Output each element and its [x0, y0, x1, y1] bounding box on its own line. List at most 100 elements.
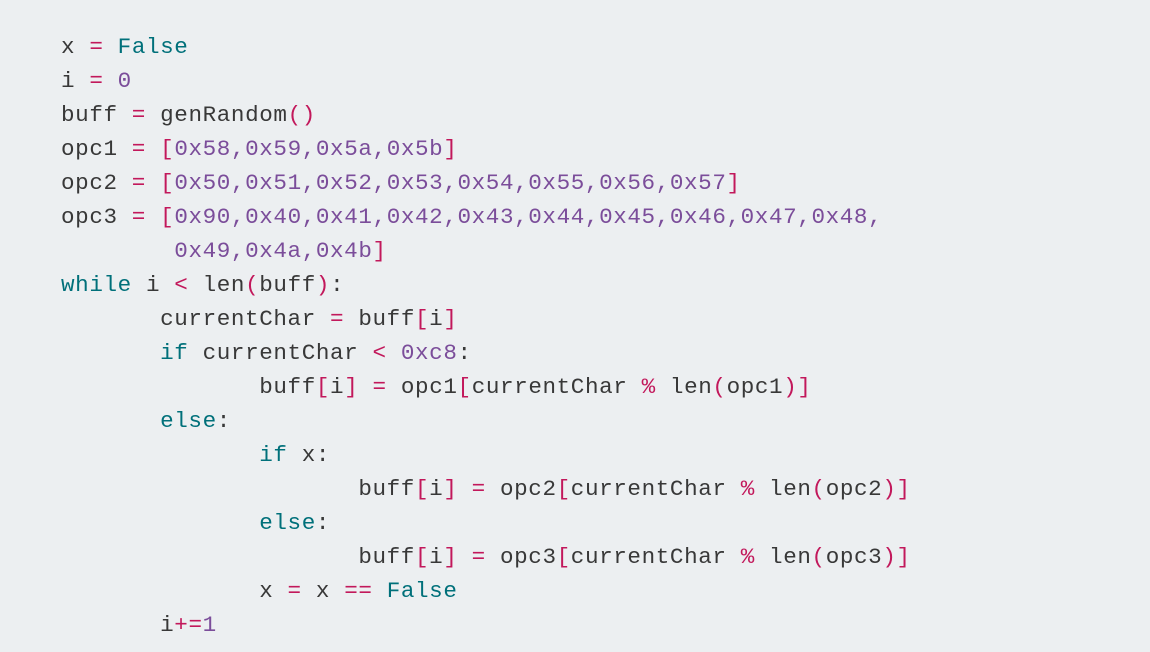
- code-token: [146, 170, 160, 196]
- code-token: opc2: [825, 476, 883, 502]
- code-token: )]: [882, 544, 911, 570]
- code-token: [: [414, 544, 430, 570]
- code-line: opc3 = [0x90,0x40,0x41,0x42,0x43,0x44,0x…: [61, 200, 1121, 234]
- code-token: %: [740, 476, 755, 502]
- code-token: if: [160, 340, 189, 366]
- code-line: 0x49,0x4a,0x4b]: [61, 234, 1121, 268]
- code-token: else: [259, 510, 316, 536]
- code-line: opc1 = [0x58,0x59,0x5a,0x5b]: [61, 132, 1121, 166]
- code-token: opc2: [61, 170, 132, 196]
- code-token: opc3: [61, 204, 132, 230]
- code-token: if: [259, 442, 288, 468]
- code-token: [61, 442, 259, 468]
- code-token: ==: [344, 578, 373, 604]
- code-token: buff: [259, 272, 316, 298]
- code-token: len: [754, 544, 812, 570]
- code-token: [: [414, 476, 430, 502]
- code-token: [457, 544, 471, 570]
- code-token: :: [315, 510, 331, 536]
- code-token: ): [315, 272, 331, 298]
- code-token: buff: [61, 102, 132, 128]
- code-token: while: [61, 272, 132, 298]
- code-token: [: [556, 476, 571, 502]
- code-token: =: [287, 578, 302, 604]
- code-token: x: [61, 578, 288, 604]
- code-token: )]: [783, 374, 812, 400]
- code-token: genRandom: [145, 102, 288, 128]
- code-token: %: [740, 544, 755, 570]
- code-token: [61, 238, 174, 264]
- code-token: ]: [443, 306, 458, 332]
- code-token: =: [471, 476, 486, 502]
- code-token: len: [188, 272, 246, 298]
- code-token: currentChar: [570, 544, 741, 570]
- code-token: =: [471, 544, 486, 570]
- code-token: False: [117, 34, 189, 60]
- code-token: :: [330, 272, 345, 298]
- code-token: buff: [344, 306, 415, 332]
- code-token: [: [160, 136, 175, 162]
- code-token: ]: [443, 544, 458, 570]
- code-token: 0x49,0x4a,0x4b: [174, 238, 373, 264]
- code-token: [146, 136, 160, 162]
- code-token: [: [160, 204, 175, 230]
- code-token: <: [372, 340, 387, 366]
- code-line: else:: [61, 404, 1121, 438]
- code-token: (: [245, 272, 260, 298]
- code-token: =: [330, 306, 345, 332]
- code-token: i: [330, 374, 345, 400]
- code-line: while i < len(buff):: [61, 268, 1121, 302]
- code-token: len: [754, 476, 812, 502]
- code-token: +=: [174, 612, 203, 638]
- code-line: else:: [61, 506, 1121, 540]
- code-line: buff = genRandom(): [61, 98, 1121, 132]
- code-token: buff: [61, 374, 316, 400]
- code-token: [: [315, 374, 331, 400]
- code-token: [: [457, 374, 472, 400]
- code-token: (): [287, 102, 316, 128]
- code-line: i+=1: [61, 608, 1121, 642]
- code-token: [146, 204, 160, 230]
- code-token: [373, 578, 387, 604]
- code-token: %: [641, 374, 656, 400]
- code-token: =: [131, 204, 146, 230]
- code-token: ]: [344, 374, 359, 400]
- code-token: [457, 476, 471, 502]
- code-token: 0x58,0x59,0x5a,0x5b: [174, 136, 444, 162]
- code-token: i: [429, 306, 444, 332]
- code-token: [358, 374, 372, 400]
- code-token: (: [811, 476, 826, 502]
- code-token: x: [301, 578, 345, 604]
- code-token: <: [174, 272, 189, 298]
- code-token: i: [429, 544, 444, 570]
- code-token: x: [61, 34, 90, 60]
- code-line: currentChar = buff[i]: [61, 302, 1121, 336]
- code-token: =: [131, 170, 146, 196]
- code-token: [: [160, 170, 175, 196]
- code-token: =: [372, 374, 387, 400]
- code-token: 0: [117, 68, 132, 94]
- code-token: 0x50,0x51,0x52,0x53,0x54,0x55,0x56,0x57: [174, 170, 727, 196]
- code-token: ]: [726, 170, 741, 196]
- code-token: opc1: [61, 136, 132, 162]
- code-token: False: [386, 578, 458, 604]
- code-token: buff: [61, 476, 415, 502]
- code-token: i: [429, 476, 444, 502]
- code-token: [104, 34, 118, 60]
- code-line: x = x == False: [61, 574, 1121, 608]
- code-line: x = False: [61, 30, 1121, 64]
- code-token: )]: [882, 476, 911, 502]
- code-token: else: [160, 408, 217, 434]
- code-token: 1: [202, 612, 217, 638]
- code-token: [61, 340, 160, 366]
- code-token: currentChar: [570, 476, 741, 502]
- code-line: buff[i] = opc1[currentChar % len(opc1)]: [61, 370, 1121, 404]
- code-token: [: [556, 544, 571, 570]
- code-token: [61, 408, 160, 434]
- code-line: i = 0: [61, 64, 1121, 98]
- code-token: i: [61, 68, 90, 94]
- code-token: opc1: [386, 374, 458, 400]
- code-token: [104, 68, 118, 94]
- code-token: ]: [443, 136, 458, 162]
- code-line: buff[i] = opc2[currentChar % len(opc2)]: [61, 472, 1121, 506]
